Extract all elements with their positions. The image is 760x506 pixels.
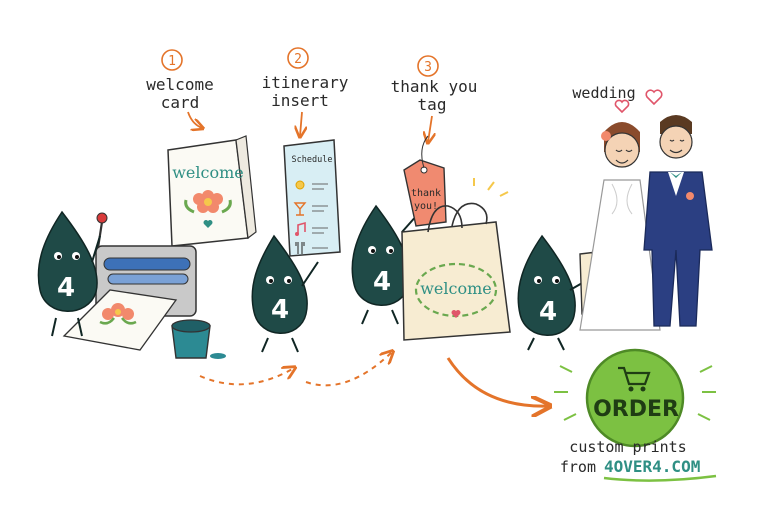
- thank-you-tag: thank you!: [403, 135, 447, 227]
- printing-press: [62, 212, 197, 351]
- order-caption-line1: custom prints: [569, 438, 686, 456]
- flow-arrow-2: [305, 352, 392, 387]
- sun-icon: [295, 180, 305, 190]
- step-3-number: 3: [424, 60, 432, 75]
- step-1-line1: welcome: [146, 75, 213, 94]
- step-3-line1: thank you: [391, 77, 478, 96]
- mascot-numeral: 4: [539, 297, 557, 327]
- wedding-label: wedding: [572, 84, 635, 102]
- tag-text-line1: thank: [411, 188, 441, 199]
- cocktail-icon: [293, 202, 307, 216]
- cutlery-icon: [295, 242, 305, 254]
- gift-bag-large: welcome: [401, 178, 511, 341]
- flower-icon: [99, 303, 137, 325]
- step-2-arrow: [300, 111, 302, 136]
- music-icon: [295, 221, 306, 236]
- step-1-line2: card: [161, 93, 200, 112]
- brand-underline: [603, 474, 717, 482]
- card-text: welcome: [172, 163, 244, 182]
- heart-icon: [645, 89, 663, 106]
- mascot-insert: 4: [251, 234, 319, 353]
- step-1-number: 1: [168, 54, 176, 69]
- mascot-numeral: 4: [271, 295, 289, 325]
- step-3-label: 3 thank you tag: [391, 55, 478, 142]
- cart-icon: [618, 366, 651, 392]
- order-sparkles: [554, 365, 716, 421]
- mascot-press: 4: [37, 210, 101, 337]
- step-1-label: 1 welcome card: [146, 49, 214, 128]
- mascot-numeral: 4: [57, 273, 75, 303]
- order-caption-prefix: from: [560, 458, 596, 476]
- heart-icon: [451, 310, 461, 318]
- flower-icon: [184, 190, 232, 214]
- welcome-card: welcome: [167, 135, 257, 247]
- flow-arrow-order: [446, 357, 548, 406]
- step-1-arrow: [187, 111, 202, 128]
- ink-bucket: [171, 319, 226, 359]
- bag-text: welcome: [420, 279, 492, 298]
- step-2-label: 2 itinerary insert: [262, 47, 349, 136]
- insert-title: Schedule: [292, 155, 333, 165]
- heart-icon: [614, 99, 630, 114]
- bride: [579, 122, 661, 331]
- groom: [643, 115, 713, 327]
- mascot-bag-carrier: 4: [517, 234, 585, 351]
- heart-icon: [203, 220, 213, 228]
- itinerary-insert: Schedule: [283, 139, 341, 257]
- mascot-numeral: 4: [373, 267, 391, 297]
- flow-arrow-1: [199, 368, 294, 386]
- order-button-label: ORDER: [593, 397, 679, 422]
- step-2-line1: itinerary: [262, 73, 349, 92]
- step-3-arrow: [428, 115, 432, 142]
- brand-link[interactable]: 4OVER4.COM: [604, 457, 700, 476]
- mascot-tag: 4: [351, 204, 419, 325]
- order-button[interactable]: ORDER: [585, 348, 685, 448]
- tag-text-line2: you!: [414, 201, 438, 212]
- step-3-line2: tag: [418, 95, 447, 114]
- step-2-number: 2: [294, 52, 302, 67]
- step-2-line2: insert: [271, 91, 329, 110]
